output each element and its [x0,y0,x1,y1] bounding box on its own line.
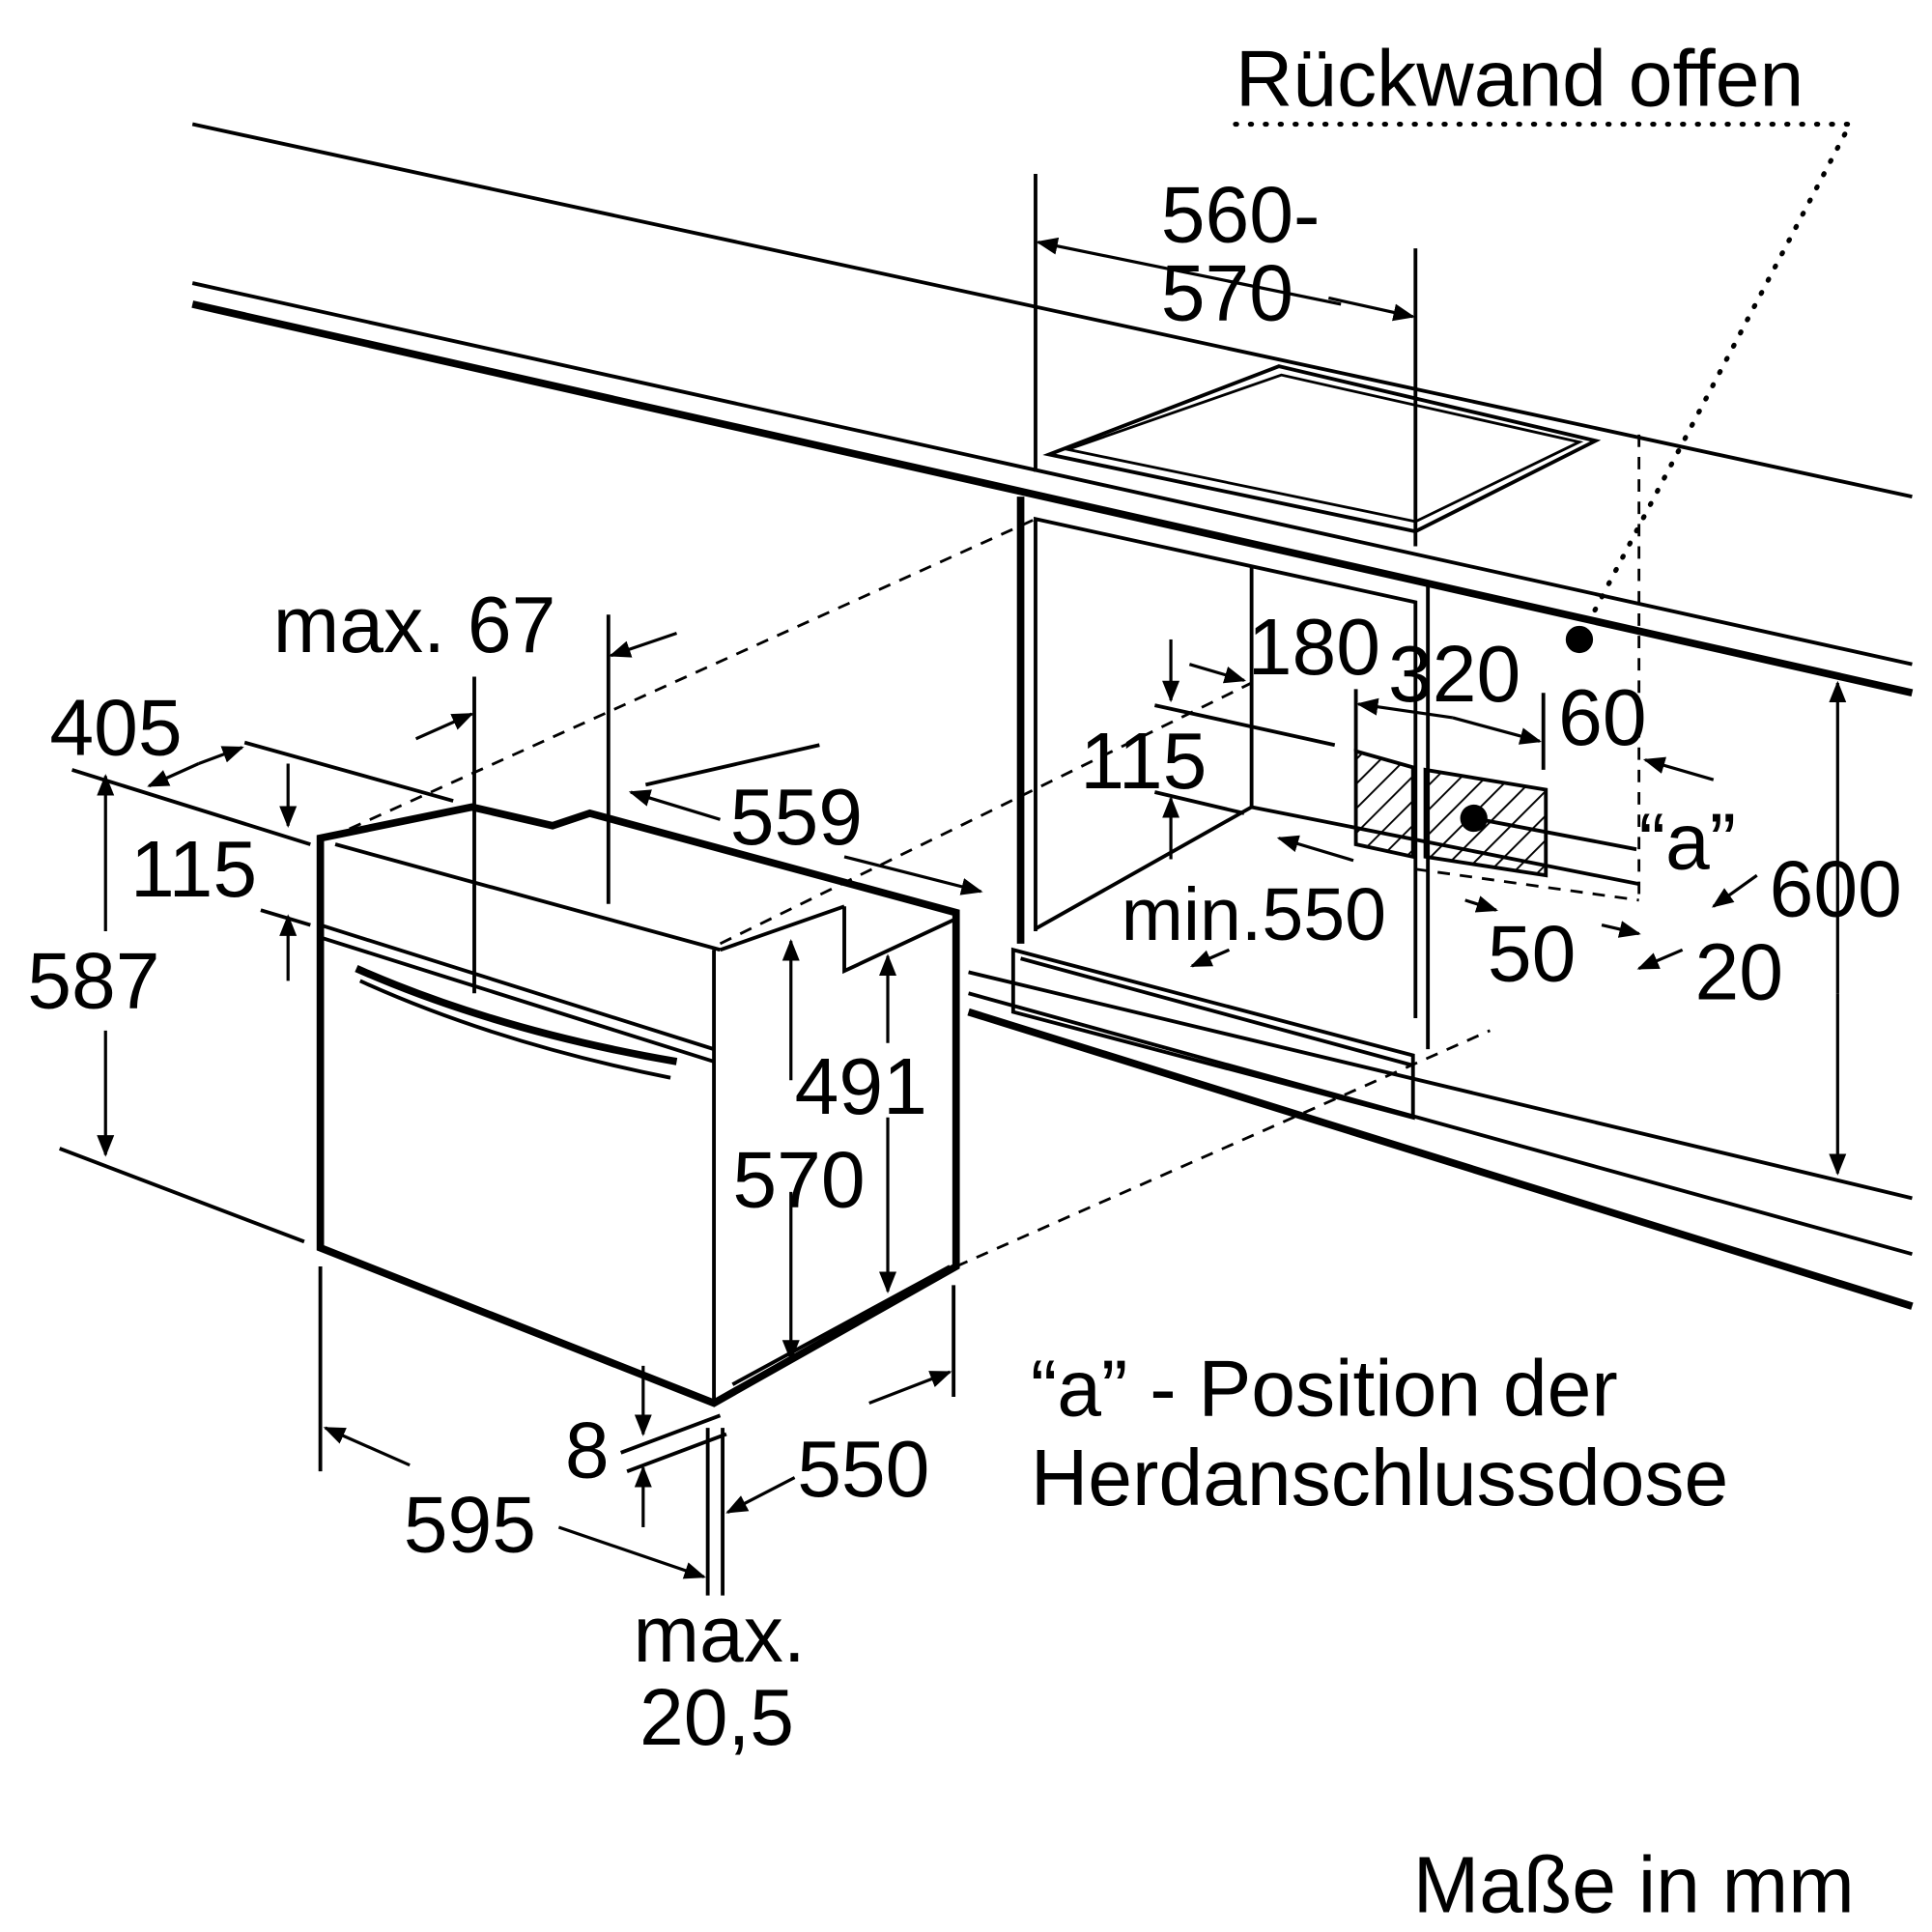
dim-595: 595 [404,1482,536,1570]
dim-20: 20 [1694,929,1783,1017]
dim-600: 600 [1770,846,1902,934]
dim-587: 587 [27,938,159,1026]
dim-max-67: max. 67 [273,582,556,669]
dim-niche-width-min: 560- [1161,172,1321,260]
niche [1010,434,1641,1121]
oven-handle [355,965,678,1065]
dim-405: 405 [49,684,182,772]
note-position-a-line2: Herdanschlussdose [1031,1435,1728,1522]
dim-491: 491 [795,1043,927,1131]
dim-570: 570 [732,1136,865,1224]
cooktop [1034,173,1602,547]
back-wall-point [1565,625,1594,654]
socket-area-hatched [1353,749,1415,860]
dim-8: 8 [565,1407,610,1495]
dim-min-550: min.550 [1122,873,1386,956]
dim-320: 320 [1388,631,1520,719]
marker-a: “a” [1639,799,1737,887]
dim-20-5: 20,5 [639,1674,794,1762]
note-units: Maße in mm [1413,1841,1855,1929]
dim-559: 559 [730,774,863,862]
dim-niche-width-max: 570 [1161,250,1293,338]
dim-115-right: 115 [1080,718,1207,806]
dim-115-left: 115 [130,826,257,914]
dim-max-label: max. [634,1591,806,1679]
dim-60: 60 [1558,674,1647,762]
cabinet-lines [59,122,1914,1310]
back-wall-leader [1233,121,1855,624]
note-position-a-line1: “a” - Position der [1031,1345,1618,1433]
projection-lines [328,517,1491,1268]
dim-550: 550 [797,1426,929,1514]
note-back-wall-open: Rückwand offen [1236,35,1804,123]
dim-50: 50 [1488,910,1577,998]
dimension-lines [71,237,1847,1596]
oven [316,803,960,1407]
dim-180: 180 [1248,604,1380,692]
